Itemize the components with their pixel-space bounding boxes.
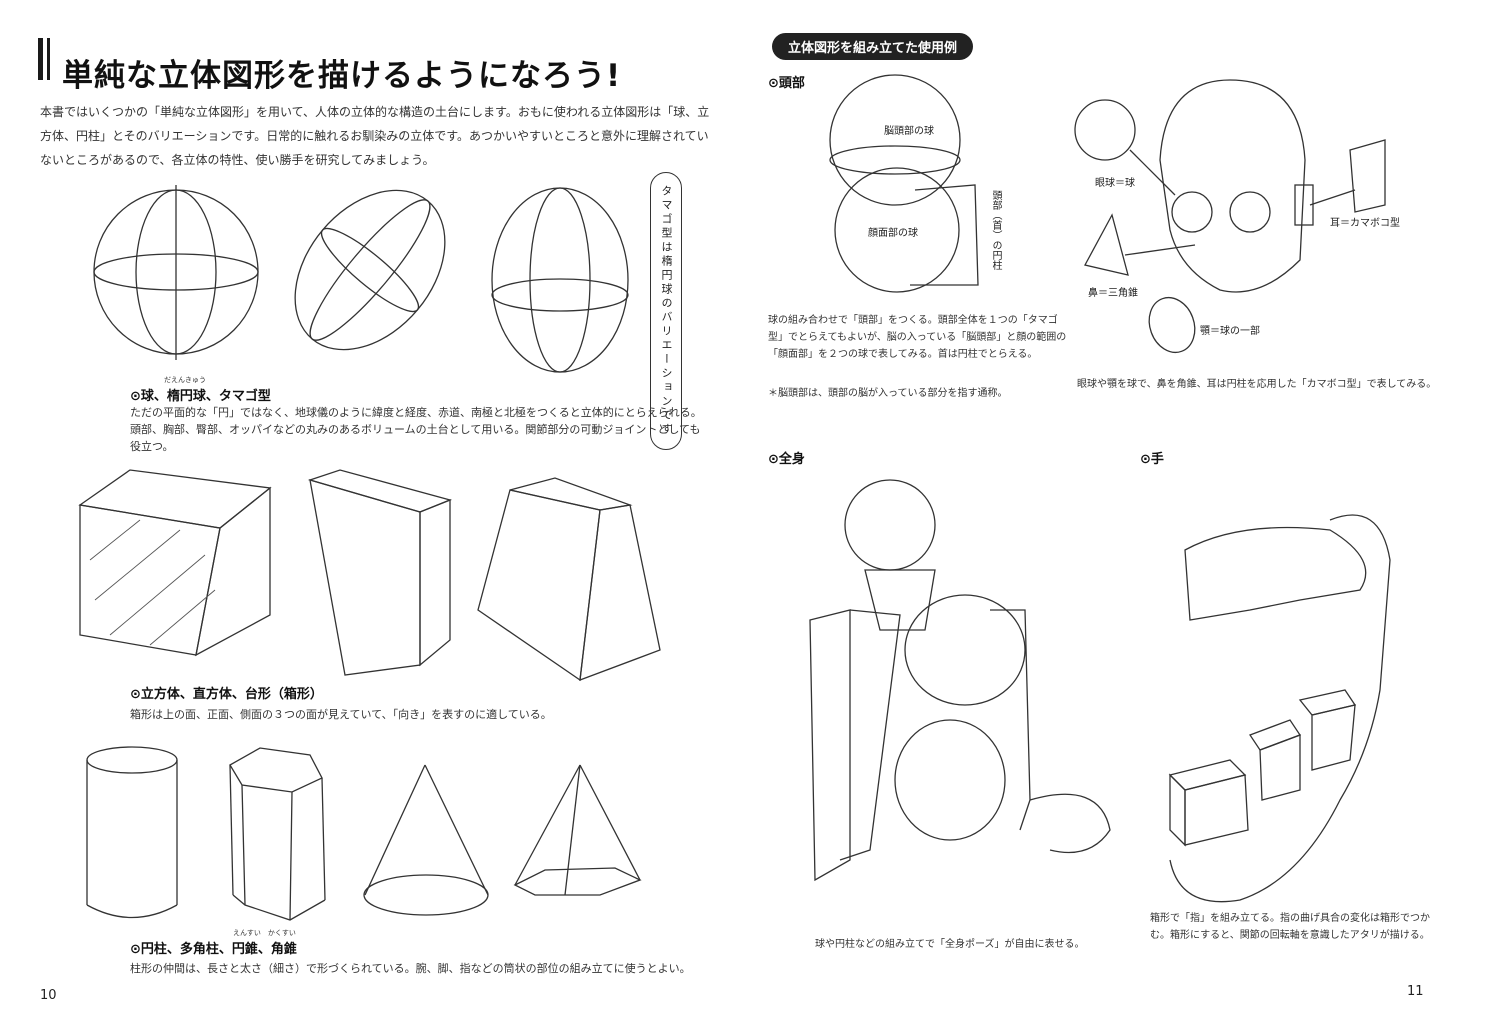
label-brain-sphere: 脳頭部の球 bbox=[884, 126, 934, 137]
title-bar-thick bbox=[38, 38, 43, 80]
section-heading: ⊙円柱、多角柱、円錐、角錐 bbox=[130, 942, 297, 957]
section-text: 柱形の仲間は、長さと太さ（細さ）で形づくられている。腕、脚、指などの筒状の部位の… bbox=[130, 962, 691, 975]
label-jaw: 顎＝球の一部 bbox=[1200, 326, 1260, 337]
body-text: 球や円柱などの組み立てで「全身ポーズ」が自由に表せる。 bbox=[815, 939, 1085, 950]
shape-sketches bbox=[78, 185, 661, 921]
section-heading: ⊙立方体、直方体、台形（箱形） bbox=[130, 687, 323, 702]
label-eyeball: 眼球＝球 bbox=[1095, 178, 1135, 189]
page-number-right: 11 bbox=[1407, 984, 1424, 999]
head-text: 球の組み合わせで「頭部」をつくる。頭部全体を１つの「タマゴ型」でとらえてもよいが… bbox=[768, 315, 1067, 360]
intro-text: 本書ではいくつかの「単純な立体図形」を用いて、人体の立体的な構造の土台にします。… bbox=[40, 105, 710, 167]
section-cylinders: えんすい かくすい ⊙円柱、多角柱、円錐、角錐 柱形の仲間は、長さと太さ（細さ）… bbox=[130, 929, 710, 977]
ruby-ensui-kakusui: えんすい かくすい bbox=[233, 929, 296, 937]
label-ear: 耳＝カマボコ型 bbox=[1330, 218, 1400, 229]
section-heading: ⊙球、楕円球、タマゴ型 bbox=[130, 389, 271, 404]
page-number-left: 10 bbox=[40, 988, 57, 1003]
label-nose: 鼻＝三角錐 bbox=[1088, 288, 1138, 299]
label-neck-cylinder: 頭部（首）の円柱 bbox=[990, 190, 1001, 270]
section-pill: 立体図形を組み立てた使用例 bbox=[772, 33, 974, 60]
section-text: ただの平面的な「円」ではなく、地球儀のように緯度と経度、赤道、南極と北極をつくる… bbox=[130, 406, 702, 453]
section-text: 箱形は上の面、正面、側面の３つの面が見えていて、「向き」を表すのに適している。 bbox=[130, 708, 552, 721]
hand-text: 箱形で「指」を組み立てる。指の曲げ具合の変化は箱形でつかむ。箱形にすると、関節の… bbox=[1150, 913, 1430, 941]
section-spheres: だえんきゅう ⊙球、楕円球、タマゴ型 ただの平面的な「円」ではなく、地球儀のよう… bbox=[130, 376, 710, 455]
hand-heading: ⊙手 bbox=[1140, 452, 1164, 467]
body-heading: ⊙全身 bbox=[768, 452, 805, 467]
callout-bubble: タマゴ型は楕円球のバリエーションです bbox=[650, 172, 682, 450]
head-note: ＊脳頭部は、頭部の脳が入っている部分を指す通称。 bbox=[768, 388, 1008, 399]
page-title: 単純な立体図形を描けるようになろう! bbox=[62, 58, 622, 94]
title-bar-thin bbox=[47, 38, 50, 80]
head-heading: ⊙頭部 bbox=[768, 76, 805, 91]
head-text-2: 眼球や顎を球で、鼻を角錐、耳は円柱を応用した「カマボコ型」で表してみる。 bbox=[1077, 379, 1437, 390]
label-face-sphere: 顔面部の球 bbox=[868, 228, 918, 239]
section-boxes: ⊙立方体、直方体、台形（箱形） 箱形は上の面、正面、側面の３つの面が見えていて、… bbox=[130, 683, 710, 723]
ruby-daenkyu: だえんきゅう bbox=[164, 376, 206, 384]
